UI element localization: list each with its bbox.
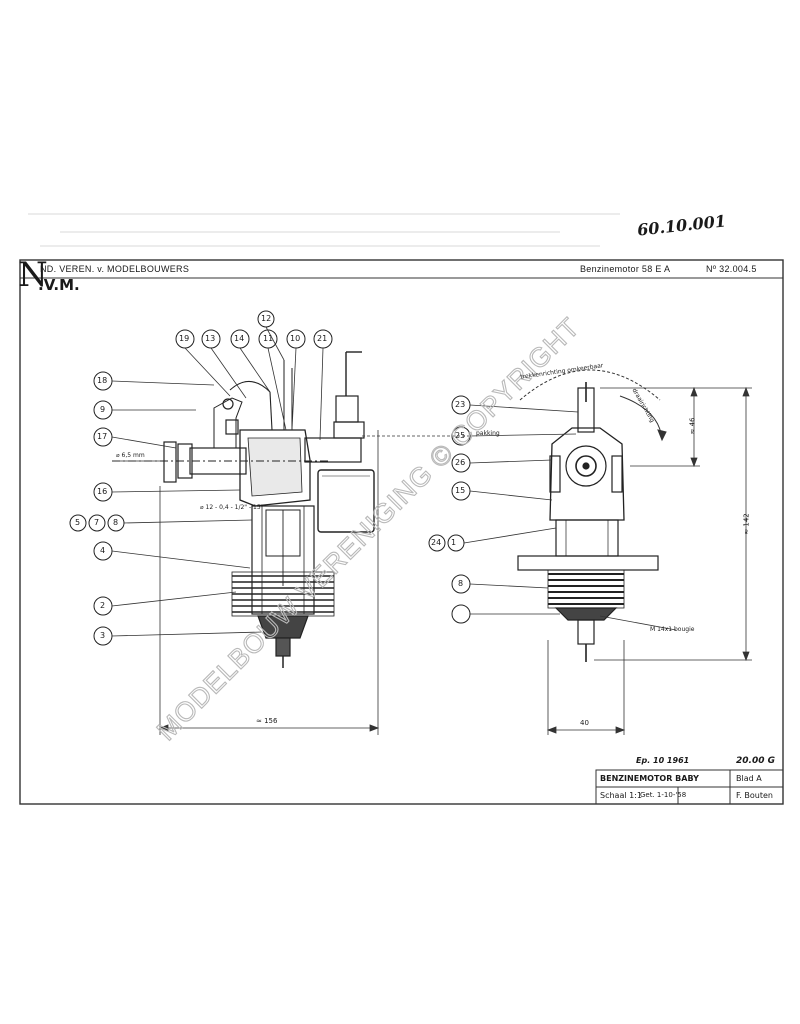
logo-vm: .V.M. xyxy=(38,276,80,294)
left-width-dimension: ≈ 156 xyxy=(256,717,278,725)
mounting-plate xyxy=(517,555,659,571)
title-block-date: Get. 1-10-'58 xyxy=(640,791,687,799)
left-callout-circles xyxy=(69,310,333,646)
cylinder-head xyxy=(257,615,309,639)
title-block-scale: Schaal 1:1 xyxy=(600,791,642,800)
sheet-border xyxy=(19,259,784,805)
callout-number: 4 xyxy=(100,546,106,555)
callout-number: 7 xyxy=(94,518,100,527)
callout-number: 15 xyxy=(455,486,466,495)
rotation-arcs xyxy=(519,369,667,442)
drawing-subject: Benzinemotor 58 E A xyxy=(580,264,671,274)
callout-number: 2 xyxy=(100,601,106,610)
callout-number: 24 xyxy=(431,538,442,547)
callout-number: 8 xyxy=(113,518,119,527)
upper-dimension: ≈ 46 xyxy=(688,417,697,435)
spark-plug-note: M 14x1 bougie xyxy=(650,626,695,633)
callout-number: 5 xyxy=(75,518,81,527)
prop-hub xyxy=(163,441,177,483)
callout-number: 3 xyxy=(100,631,106,640)
thread-label: ⌀ 12 - 0,4 - 1/2" - 15" xyxy=(200,504,264,511)
callout-number: 18 xyxy=(97,376,108,385)
right-dimensions xyxy=(546,386,752,735)
crankcase xyxy=(239,429,311,507)
callout-number: 13 xyxy=(205,334,216,343)
callout-number: 1 xyxy=(451,538,457,547)
left-leader-lines xyxy=(111,326,324,637)
front-crankcase xyxy=(549,427,625,521)
left-engine-view xyxy=(112,351,375,668)
height-dimension: ≈ 142 xyxy=(742,513,751,535)
drawing-number: Nº 32.004.5 xyxy=(706,264,757,274)
callout-number: 25 xyxy=(455,431,466,440)
callout-number: 10 xyxy=(290,334,301,343)
callout-number: 17 xyxy=(97,432,108,441)
organization-name: ND. VEREN. v. MODELBOUWERS xyxy=(40,264,190,274)
title-block-drafter: F. Bouten xyxy=(736,791,773,800)
right-engine-view xyxy=(517,382,659,662)
callout-number: 23 xyxy=(455,400,466,409)
title-block-lines xyxy=(595,769,784,805)
callout-number: 11 xyxy=(263,334,274,343)
callout-number: 16 xyxy=(97,487,108,496)
cylinder xyxy=(251,505,315,615)
callout-number: 14 xyxy=(234,334,245,343)
logo-letter-n: N xyxy=(18,255,48,295)
fuel-tank xyxy=(317,469,375,533)
title-block-sheet: Blad A xyxy=(736,774,762,783)
title-block-title: BENZINEMOTOR BABY xyxy=(600,774,699,783)
scan-artifacts xyxy=(28,213,620,247)
callout-number: 26 xyxy=(455,458,466,467)
front-cooling-fins xyxy=(548,573,624,605)
title-block-date-label: Ep. 10 1961 xyxy=(636,756,690,765)
title-block-total: 20.00 G xyxy=(736,756,775,766)
callout-number: 19 xyxy=(179,334,190,343)
left-dimension xyxy=(112,430,380,735)
callout-number: 9 xyxy=(100,405,106,414)
cooling-fins xyxy=(232,575,334,613)
carburettor xyxy=(304,437,362,463)
width-dimension: 40 xyxy=(580,719,589,727)
callout-number: 8 xyxy=(458,579,464,588)
front-bearing xyxy=(565,445,607,487)
right-callout-circles xyxy=(428,395,471,624)
callout-number: 21 xyxy=(317,334,328,343)
callout-number: 12 xyxy=(261,314,272,323)
shaft-label: ⌀ 6,5 mm xyxy=(116,452,145,459)
gasket-note: pakking xyxy=(476,430,500,437)
right-leader-lines xyxy=(362,404,677,631)
